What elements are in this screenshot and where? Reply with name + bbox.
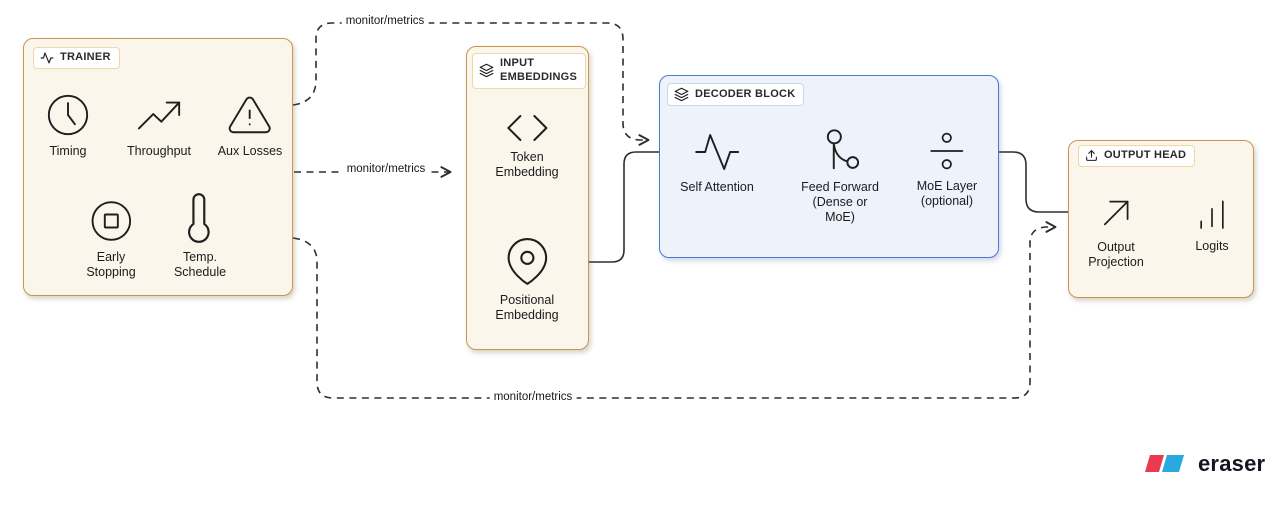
decoder-block-group-title: DECODER BLOCK [695,87,796,100]
trending-up-icon [137,101,181,130]
clock-icon [47,94,89,136]
node-label: Aux Losses [217,144,283,158]
eraser-brand-text: eraser [1198,451,1266,476]
edge-label-monitor-metrics-middle: monitor/metrics [342,163,430,175]
node-self-attention[interactable]: Self Attention [680,130,754,195]
edge-positional-to-self-attention[interactable] [551,146,684,263]
input-embeddings-group-badge[interactable]: INPUT EMBEDDINGS [472,53,587,89]
node-positional-embedding[interactable]: Positional Embedding [495,237,559,323]
thermometer-icon [188,193,210,243]
output-head-group-title: OUTPUT HEAD [1104,149,1187,161]
node-temp-schedule[interactable]: Temp. Schedule [174,192,226,280]
stop-circle-icon [91,201,131,241]
node-label: Temp. Schedule [173,250,227,279]
node-label: Early Stopping [86,250,136,279]
node-logits[interactable]: Logits [1192,193,1232,254]
output-head-group-badge[interactable]: OUTPUT HEAD [1078,145,1196,167]
layers-icon [674,87,689,102]
trainer-group[interactable] [23,38,293,296]
eraser-brand-link[interactable]: eraser [1143,451,1265,477]
input-embeddings-group-title: INPUT EMBEDDINGS [500,57,578,83]
edge-moe-to-output-projection[interactable] [963,151,1082,218]
alert-triangle-icon [229,96,271,134]
node-throughput[interactable]: Throughput [127,92,191,159]
edge-label-monitor-metrics-bottom: monitor/metrics [489,391,577,403]
eraser-logo-icon [1145,455,1184,472]
trainer-group-badge[interactable]: TRAINER [33,47,120,69]
node-label: Timing [49,144,87,158]
upload-icon [1086,150,1097,162]
node-early-stopping[interactable]: Early Stopping [86,198,136,280]
node-label: Throughput [127,144,191,158]
node-label: Feed Forward (Dense or MoE) [801,180,879,224]
edge-label-monitor-metrics-top: monitor/metrics [341,15,429,27]
map-pin-icon [507,238,547,285]
bar-chart-icon [1200,200,1224,229]
node-feed-forward[interactable]: Feed Forward (Dense or MoE) [801,128,879,224]
activity-icon [40,52,54,64]
node-output-projection[interactable]: Output Projection [1088,192,1144,270]
node-label: Logits [1195,239,1229,253]
code-brackets-icon [507,115,547,141]
node-label: Self Attention [680,180,754,194]
edge-trainer-to-output-head[interactable] [292,221,1057,399]
divide-icon [930,132,964,170]
branch-split-icon [826,129,859,170]
node-token-embedding[interactable]: Token Embedding [495,112,559,180]
arrow-up-right-icon [1103,200,1129,226]
node-label: Output Projection [1088,240,1144,269]
layers-icon [479,63,494,78]
decoder-block-group-badge[interactable]: DECODER BLOCK [667,83,805,106]
node-moe-layer[interactable]: MoE Layer (optional) [917,129,977,209]
trainer-group-title: TRAINER [60,51,111,64]
node-timing[interactable]: Timing [45,92,91,159]
node-label: Token Embedding [495,150,559,179]
node-aux-losses[interactable]: Aux Losses [217,92,283,159]
edge-trainer-to-decoder[interactable] [292,22,650,146]
activity-icon [695,134,739,170]
node-label: MoE Layer (optional) [916,179,978,208]
node-label: Positional Embedding [495,293,559,322]
input-embeddings-group[interactable] [466,46,589,350]
